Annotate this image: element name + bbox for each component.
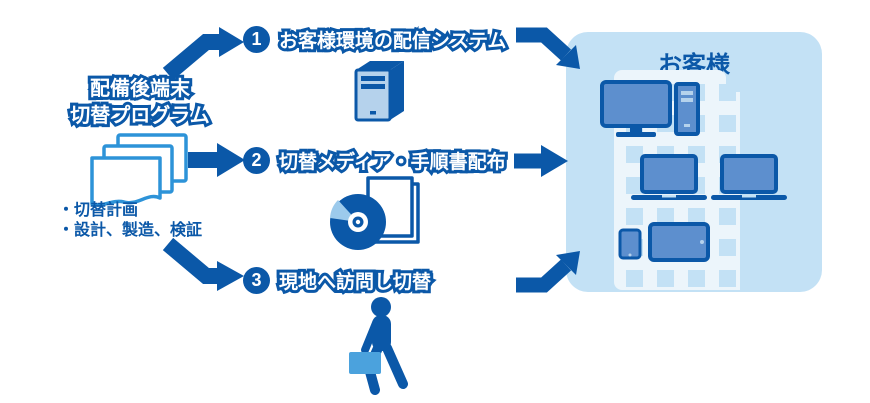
step3-row: 3 現地へ訪問し切替 [243, 266, 431, 294]
source-title-line2: 切替プログラム [70, 103, 210, 130]
tablet-icon [648, 222, 710, 262]
arrow-step1-to-customer [516, 27, 580, 69]
step3-number-badge: 3 [243, 266, 270, 294]
step1-number-badge: 1 [243, 25, 270, 53]
arrow-step3-to-customer [516, 251, 580, 293]
bullet-plan: ・切替計画 [58, 202, 139, 219]
step2-title: 切替メディア・手順書配布 [279, 147, 506, 174]
server-tower-icon [354, 61, 404, 122]
document-stack-icon [90, 133, 188, 207]
smartphone-icon [618, 228, 642, 260]
step2-number-badge: 2 [243, 146, 270, 174]
arrow-right-to-step2 [188, 143, 245, 177]
source-program-title: 配備後端末 切替プログラム [40, 76, 240, 130]
arrow-up-right-to-step1 [162, 27, 244, 81]
walking-engineer-icon [349, 297, 408, 395]
step2-row: 2 切替メディア・手順書配布 [243, 146, 506, 174]
laptop-icon [631, 154, 707, 200]
bullet-design: ・設計、製造、検証 [58, 222, 203, 239]
arrow-down-right-to-step3 [162, 238, 244, 291]
arrow-step2-to-customer [514, 145, 568, 177]
step1-title: お客様環境の配信システム [279, 26, 507, 53]
laptop-icon [711, 154, 787, 200]
customer-panel: お客様 [566, 32, 822, 292]
step1-row: 1 お客様環境の配信システム [243, 25, 507, 53]
step3-title: 現地へ訪問し切替 [279, 267, 431, 294]
desktop-pc-icon [600, 80, 700, 137]
source-title-line1: 配備後端末 [90, 76, 190, 103]
source-bullet-list: ・切替計画 ・設計、製造、検証 [58, 201, 202, 241]
cd-and-documents-icon [330, 176, 420, 250]
